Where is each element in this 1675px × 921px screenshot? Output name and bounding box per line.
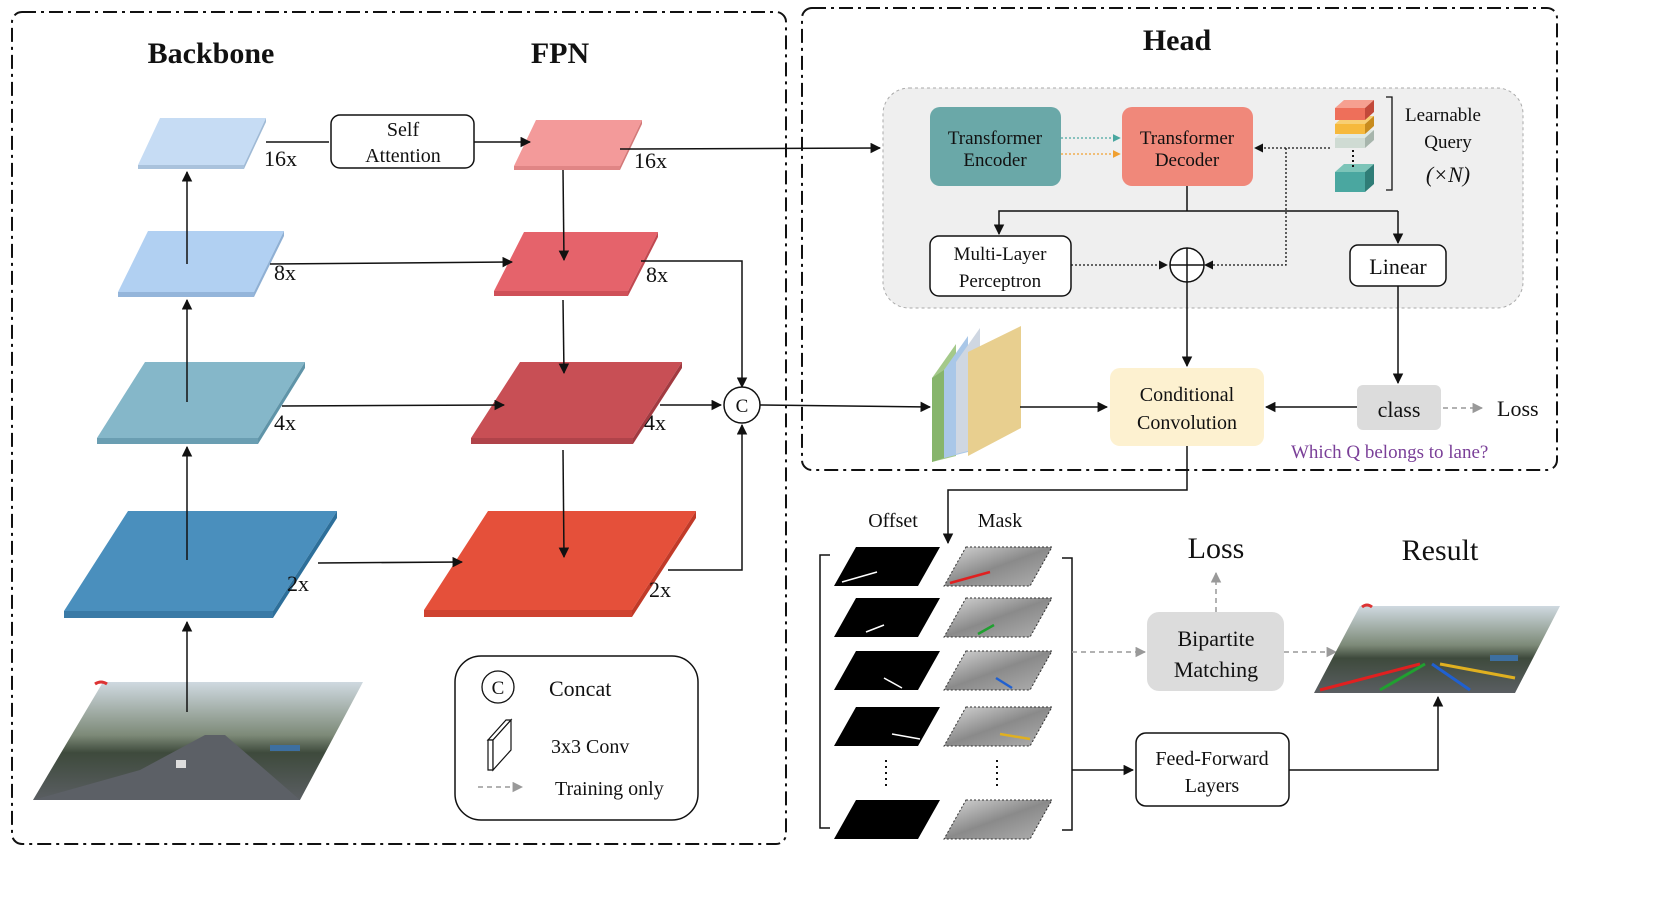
arrow-fpn2-to-concat	[668, 423, 748, 571]
mask-map-n	[943, 799, 1053, 840]
mask-map-4	[943, 706, 1053, 747]
legend-concat-symbol-letter: C	[492, 678, 505, 699]
linear-label: Linear	[1369, 254, 1427, 279]
question-label: Which Q belongs to lane?	[1291, 442, 1488, 463]
legend-training-label: Training only	[555, 778, 664, 800]
fpn-scale-16x: 16x	[634, 148, 667, 173]
sum-node	[1169, 247, 1205, 283]
left-bracket	[819, 554, 830, 829]
learnable-query-label-1: Learnable	[1405, 105, 1481, 126]
backbone-scale-16x: 16x	[264, 146, 297, 171]
class-box	[1357, 385, 1441, 430]
legend-concat-symbol	[481, 670, 515, 704]
learnable-query-stack	[1335, 100, 1374, 192]
arrow-fpn-4-to-2	[558, 449, 570, 559]
conditional-convolution-label-1: Conditional	[1140, 384, 1235, 406]
arrow-decoder-to-mlp	[993, 210, 1398, 236]
legend-concat-label: Concat	[549, 676, 611, 701]
class-loss-label: Loss	[1497, 396, 1539, 421]
arrow-fpn-16-to-8	[558, 169, 570, 262]
ffn-label-2: Layers	[1185, 775, 1240, 797]
self-attention-label-1: Self	[387, 119, 420, 141]
fpn-scale-4x: 4x	[644, 410, 666, 435]
right-bracket	[1062, 557, 1073, 831]
arrow-condconv-to-outputs	[942, 446, 1188, 545]
transformer-decoder-box	[1122, 107, 1253, 186]
offset-map-4	[834, 707, 940, 746]
fpn-slab-2x	[424, 511, 696, 617]
arrow-concat-to-features	[759, 401, 932, 413]
fpn-title: FPN	[531, 37, 590, 70]
result-title: Result	[1402, 534, 1479, 567]
head-title: Head	[1143, 24, 1212, 57]
mlp-label-2: Perceptron	[959, 271, 1042, 292]
fpn-slab-8x	[494, 232, 658, 296]
backbone-slab-8x	[118, 231, 284, 297]
backbone-scale-4x: 4x	[274, 410, 296, 435]
offset-map-1	[834, 547, 940, 586]
arrow-4x-lateral	[281, 399, 506, 411]
offset-map-3	[834, 651, 940, 690]
transformer-encoder-label-1: Transformer	[948, 128, 1043, 149]
ffn-label-1: Feed-Forward	[1155, 748, 1268, 770]
bipartite-label-2: Matching	[1174, 657, 1258, 682]
arrow-query-to-sum	[1204, 148, 1287, 270]
legend-conv-label: 3x3 Conv	[551, 736, 629, 758]
arrow-8x-lateral	[269, 256, 514, 268]
query-bracket	[1386, 96, 1393, 191]
backbone-slab-2x	[64, 511, 337, 618]
transformer-encoder-box	[930, 107, 1061, 186]
offset-map-2	[834, 598, 940, 637]
fpn-scale-8x: 8x	[646, 262, 668, 287]
backbone-scale-8x: 8x	[274, 260, 296, 285]
arrow-fpn-8-to-4	[558, 299, 570, 375]
self-attention-label-2: Attention	[365, 145, 441, 167]
feature-stack	[932, 326, 1021, 462]
mask-label: Mask	[978, 510, 1022, 532]
input-road-image	[33, 680, 363, 800]
learnable-query-label-3: (×N)	[1426, 162, 1470, 187]
backbone-slab-4x	[97, 362, 305, 444]
arrow-2x-lateral	[317, 556, 464, 568]
mask-map-1	[943, 546, 1053, 587]
fpn-slab-4x	[471, 362, 682, 444]
mask-map-2	[943, 597, 1053, 638]
offset-label: Offset	[868, 510, 918, 532]
transformer-decoder-label-1: Transformer	[1140, 128, 1235, 149]
learnable-query-label-2: Query	[1424, 132, 1472, 153]
legend-box	[454, 655, 699, 821]
backbone-fpn-group-border	[11, 11, 787, 845]
concat-node-symbol: C	[736, 396, 749, 417]
backbone-scale-2x: 2x	[287, 571, 309, 596]
transformer-encoder-label-2: Encoder	[963, 150, 1027, 171]
class-label: class	[1378, 397, 1421, 422]
transformer-decoder-label-2: Decoder	[1155, 150, 1220, 171]
fpn-slab-16x	[514, 120, 642, 170]
backbone-title: Backbone	[148, 37, 275, 70]
bipartite-label-1: Bipartite	[1178, 626, 1255, 651]
bipartite-matching-box	[1147, 612, 1284, 691]
result-road-image	[1314, 603, 1560, 693]
arrow-ffn-to-result	[1289, 695, 1444, 771]
arrow-fpn16-to-head	[619, 142, 882, 154]
fpn-scale-2x: 2x	[649, 577, 671, 602]
conditional-convolution-label-2: Convolution	[1137, 412, 1237, 434]
mlp-box	[929, 235, 1072, 297]
arrow-fpn8-to-concat	[641, 260, 748, 389]
conditional-convolution-box	[1110, 368, 1264, 446]
mlp-label-1: Multi-Layer	[954, 244, 1048, 265]
matching-loss-label: Loss	[1188, 532, 1245, 565]
backbone-slab-16x	[138, 118, 266, 169]
offset-map-n	[834, 800, 940, 839]
head-group-border	[801, 7, 1558, 471]
mask-map-3	[943, 650, 1053, 691]
legend-conv-icon	[486, 718, 513, 772]
